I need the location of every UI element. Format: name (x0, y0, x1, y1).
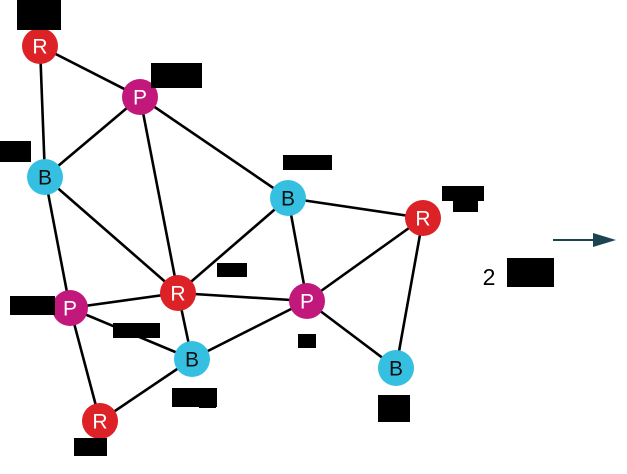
graph-node[interactable]: R (405, 200, 441, 236)
graph-node[interactable]: P (52, 290, 88, 326)
graph-edge (44, 96, 141, 178)
graph-edge (177, 197, 289, 294)
graph-edge (139, 95, 289, 200)
occlusion-block (151, 63, 202, 88)
node-circle[interactable] (378, 350, 414, 386)
occlusion-block (298, 334, 316, 348)
occlusion-block (113, 323, 160, 338)
edge-weight-labels-layer: 2 (483, 264, 496, 290)
node-circle[interactable] (289, 283, 325, 319)
graph-node[interactable]: B (378, 350, 414, 386)
occlusion-block (10, 296, 55, 315)
graph-edge (177, 291, 308, 303)
graph-node[interactable]: B (174, 341, 210, 377)
graph-edge (69, 291, 179, 310)
graph-edge (191, 299, 308, 361)
graph-edge (394, 217, 425, 369)
occlusion-block (283, 155, 332, 170)
graph-node[interactable]: R (22, 28, 58, 64)
node-circle[interactable] (122, 79, 158, 115)
graph-edge (306, 216, 424, 303)
occlusion-block (199, 395, 216, 408)
edges-layer (38, 44, 425, 423)
node-circle[interactable] (160, 275, 196, 311)
occlusion-block (0, 141, 31, 162)
graph-node[interactable]: B (270, 180, 306, 216)
mouse-pointer-arrow (553, 230, 617, 250)
graph-edge (38, 45, 47, 178)
node-circle[interactable] (22, 28, 58, 64)
graph-edge (44, 176, 179, 294)
graph-edge (99, 357, 193, 423)
occlusion-block (17, 0, 61, 30)
occlusion-block (442, 186, 484, 201)
graph-edge (306, 299, 397, 370)
graph-edge (138, 96, 180, 294)
graph-node[interactable]: R (160, 275, 196, 311)
occlusion-block (378, 395, 410, 422)
node-circle[interactable] (27, 159, 63, 195)
occlusion-block (507, 258, 554, 287)
graph-edge (43, 176, 72, 309)
graph-node[interactable]: B (27, 159, 63, 195)
node-circle[interactable] (52, 290, 88, 326)
node-circle[interactable] (82, 403, 118, 439)
graph-edge (68, 307, 102, 422)
occlusion-block (453, 201, 478, 212)
graph-node[interactable]: R (82, 403, 118, 439)
node-circle[interactable] (405, 200, 441, 236)
occlusion-block (74, 438, 107, 456)
graph-edge (287, 196, 424, 220)
graph-node[interactable]: P (289, 283, 325, 319)
node-circle[interactable] (174, 341, 210, 377)
edge-weight-label: 2 (483, 264, 496, 290)
occlusion-block (217, 263, 247, 277)
graph-edge (39, 44, 141, 99)
node-circle[interactable] (270, 180, 306, 216)
